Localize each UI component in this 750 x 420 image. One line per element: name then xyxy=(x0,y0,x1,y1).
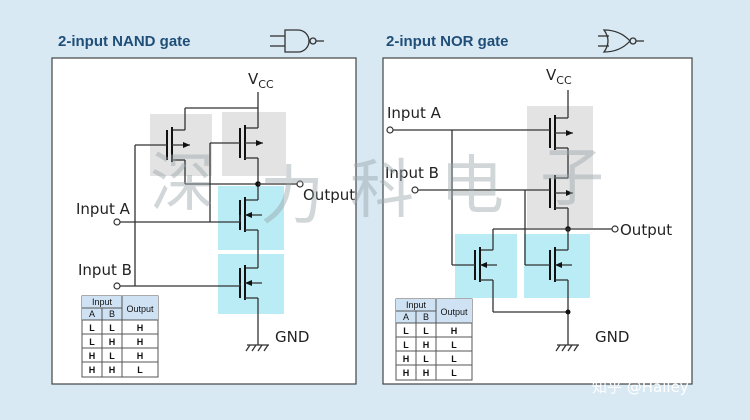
nor-table-header-output: Output xyxy=(440,307,468,317)
nor-nmos-b-highlight xyxy=(524,234,590,298)
nand-pmos-b-transistor xyxy=(210,108,263,196)
table-cell: L xyxy=(451,354,457,364)
table-cell: H xyxy=(403,368,410,378)
table-cell: H xyxy=(137,323,144,333)
nor-title: 2-input NOR gate xyxy=(386,33,509,50)
table-cell: L xyxy=(403,326,409,336)
nand-output-label: Output xyxy=(303,186,355,204)
table-cell: L xyxy=(451,340,457,350)
table-cell: H xyxy=(423,368,430,378)
nand-symbol-icon xyxy=(270,29,324,53)
nor-gnd-label: GND xyxy=(595,328,629,346)
nand-title: 2-input NAND gate xyxy=(58,33,191,50)
table-cell: L xyxy=(403,340,409,350)
table-cell: L xyxy=(89,323,95,333)
nor-output-terminal xyxy=(611,225,619,233)
nand-input-a-terminal xyxy=(113,218,121,226)
nand-vcc-label: VCC xyxy=(248,70,274,91)
nand-output-terminal xyxy=(296,180,304,188)
nand-pmos-b-highlight xyxy=(222,112,286,176)
nor-panel: 2-input NOR gate VCC In xyxy=(382,29,693,385)
table-cell: H xyxy=(89,351,96,361)
watermark: 深 力 科 电 子 xyxy=(150,142,604,234)
watermark-char: 力 xyxy=(260,160,324,234)
table-cell: H xyxy=(451,326,458,336)
nor-pmos-b-highlight xyxy=(527,166,593,228)
nor-input-b-terminal xyxy=(411,186,419,194)
watermark-char: 科 xyxy=(350,154,414,228)
table-cell: L xyxy=(89,337,95,347)
table-cell: H xyxy=(89,365,96,375)
credit-text: 知乎 @Hailey xyxy=(592,378,689,396)
nor-pmos-a-transistor xyxy=(549,115,573,178)
nor-pmos-b-transistor xyxy=(549,175,573,229)
nand-table-header-input: Input xyxy=(92,297,113,307)
nand-input-a-label: Input A xyxy=(76,200,131,218)
nor-input-a-label: Input A xyxy=(387,104,442,122)
nand-panel: 2-input NAND gate VCC xyxy=(51,29,357,385)
watermark-char: 深 xyxy=(150,147,214,221)
table-cell: H xyxy=(137,351,144,361)
nand-truth-table: Input Output A B L L H L H H H L H H H L xyxy=(81,295,159,378)
table-cell: L xyxy=(109,323,115,333)
nand-table-col-b: B xyxy=(109,309,115,319)
nor-ground-icon xyxy=(555,344,579,352)
watermark-char: 子 xyxy=(540,142,604,216)
nor-output-label: Output xyxy=(620,221,672,239)
nor-table-header-input: Input xyxy=(406,300,427,310)
nand-input-b-terminal xyxy=(113,282,121,290)
table-cell: H xyxy=(109,337,116,347)
nor-symbol-icon xyxy=(598,29,644,53)
nor-pmos-a-highlight xyxy=(527,106,593,172)
nand-pmos-a-transistor xyxy=(135,108,190,184)
table-cell: H xyxy=(109,365,116,375)
nor-truth-table: Input Output A B L L H L H L H L L H H L xyxy=(395,298,473,381)
watermark-char: 电 xyxy=(440,150,504,224)
table-cell: H xyxy=(423,340,430,350)
table-cell: L xyxy=(423,354,429,364)
nor-vcc-label: VCC xyxy=(546,66,572,87)
nor-table-col-b: B xyxy=(423,312,429,322)
nand-table-col-a: A xyxy=(89,309,95,319)
nand-nmos-a-highlight xyxy=(218,186,284,250)
nand-gnd-label: GND xyxy=(275,328,309,346)
table-cell: L xyxy=(137,365,143,375)
nor-input-b-label: Input B xyxy=(385,164,439,182)
table-cell: H xyxy=(137,337,144,347)
nand-input-b-label: Input B xyxy=(78,261,132,279)
table-cell: L xyxy=(109,351,115,361)
nand-ground-icon xyxy=(245,344,269,352)
table-cell: L xyxy=(423,326,429,336)
table-cell: H xyxy=(403,354,410,364)
nor-table-col-a: A xyxy=(403,312,409,322)
table-cell: L xyxy=(451,368,457,378)
nor-input-a-terminal xyxy=(386,126,394,134)
nand-table-header-output: Output xyxy=(126,304,154,314)
